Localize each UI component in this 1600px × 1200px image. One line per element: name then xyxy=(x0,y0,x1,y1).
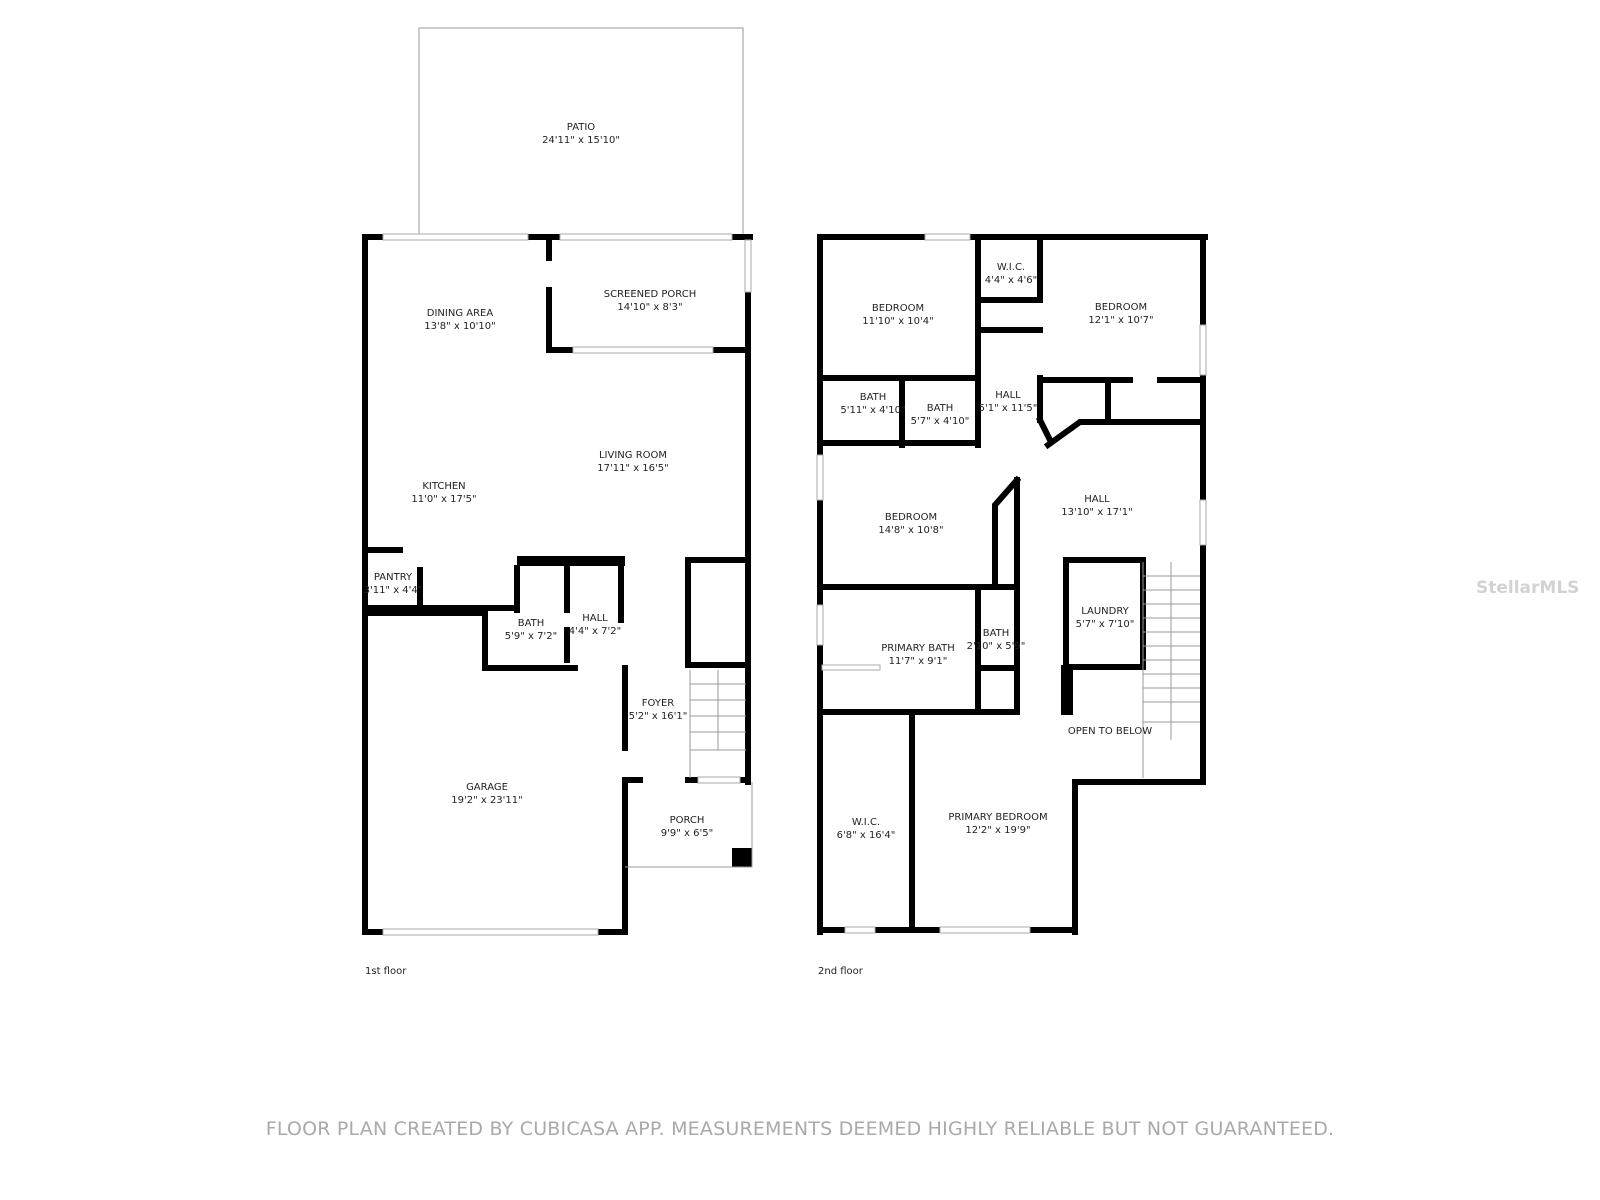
room-label: KITCHEN 11'0" x 17'5" xyxy=(411,481,476,505)
room-dimensions: 24'11" x 15'10" xyxy=(542,135,620,146)
room-dimensions: 3'11" x 4'4" xyxy=(364,585,423,596)
room-label: BATH 2'10" x 5'9" xyxy=(967,628,1026,652)
room-dimensions: 5'9" x 7'2" xyxy=(505,631,557,642)
room-name: BATH xyxy=(927,403,954,414)
stairs-first-floor xyxy=(689,670,746,778)
room-dimensions: 4'4" x 7'2" xyxy=(569,626,621,637)
room-label: PORCH 9'9" x 6'5" xyxy=(661,815,713,839)
room-label: BATH 5'9" x 7'2" xyxy=(505,618,557,642)
room-name: PRIMARY BATH xyxy=(881,643,955,654)
first-floor-walls xyxy=(362,27,753,936)
room-label: PRIMARY BEDROOM 12'2" x 19'9" xyxy=(948,812,1047,836)
room-name: LIVING ROOM xyxy=(599,450,667,461)
porch-column xyxy=(732,848,752,867)
room-label: LIVING ROOM 17'11" x 16'5" xyxy=(597,450,669,474)
room-name: BATH xyxy=(860,392,887,403)
room-name: W.I.C. xyxy=(852,817,880,828)
room-label: GARAGE 19'2" x 23'11" xyxy=(451,782,523,806)
room-dimensions: 14'8" x 10'8" xyxy=(878,525,943,536)
room-dimensions: 11'7" x 9'1" xyxy=(889,656,948,667)
room-name: OPEN TO BELOW xyxy=(1068,726,1152,737)
watermark-logo: StellarMLS xyxy=(1476,578,1580,598)
room-dimensions: 5'7" x 7'10" xyxy=(1076,619,1135,630)
room-name: FOYER xyxy=(642,698,675,709)
room-label: LAUNDRY 5'7" x 7'10" xyxy=(1076,606,1135,630)
room-name: KITCHEN xyxy=(422,481,465,492)
room-name: PANTRY xyxy=(374,572,413,583)
first-floor-label: 1st floor xyxy=(365,966,407,977)
room-dimensions: 4'4" x 4'6" xyxy=(985,275,1037,286)
second-floor-walls xyxy=(816,233,1208,935)
room-name: PRIMARY BEDROOM xyxy=(948,812,1047,823)
room-name: GARAGE xyxy=(466,782,508,793)
room-dimensions: 5'2" x 16'1" xyxy=(629,711,688,722)
room-name: BATH xyxy=(518,618,545,629)
room-dimensions: 19'2" x 23'11" xyxy=(451,795,523,806)
room-label: HALL 4'4" x 7'2" xyxy=(569,613,621,637)
room-name: BEDROOM xyxy=(885,512,937,523)
room-dimensions: 5'7" x 4'10" xyxy=(911,416,970,427)
room-label: HALL 5'1" x 11'5" xyxy=(979,390,1038,414)
room-dimensions: 11'10" x 10'4" xyxy=(862,316,934,327)
room-dimensions: 13'10" x 17'1" xyxy=(1061,507,1133,518)
room-label: FOYER 5'2" x 16'1" xyxy=(629,698,688,722)
second-floor-label: 2nd floor xyxy=(818,966,863,977)
room-label: DINING AREA 13'8" x 10'10" xyxy=(424,308,496,332)
room-label: BATH 5'11" x 4'10" xyxy=(840,392,905,416)
room-name: W.I.C. xyxy=(997,262,1025,273)
room-name: HALL xyxy=(1084,494,1110,505)
room-dimensions: 11'0" x 17'5" xyxy=(411,494,476,505)
room-name: LAUNDRY xyxy=(1081,606,1129,617)
room-label: PANTRY 3'11" x 4'4" xyxy=(364,572,423,596)
room-dimensions: 2'10" x 5'9" xyxy=(967,641,1026,652)
room-dimensions: 12'1" x 10'7" xyxy=(1088,315,1153,326)
room-dimensions: 17'11" x 16'5" xyxy=(597,463,669,474)
room-name: SCREENED PORCH xyxy=(604,289,696,300)
room-name: PORCH xyxy=(670,815,705,826)
room-dimensions: 6'8" x 16'4" xyxy=(837,830,896,841)
room-dimensions: 9'9" x 6'5" xyxy=(661,828,713,839)
room-label: PRIMARY BATH 11'7" x 9'1" xyxy=(881,643,955,667)
room-label: BATH 5'7" x 4'10" xyxy=(911,403,970,427)
room-label: W.I.C. 4'4" x 4'6" xyxy=(985,262,1037,286)
room-dimensions: 13'8" x 10'10" xyxy=(424,321,496,332)
room-name: HALL xyxy=(995,390,1021,401)
disclaimer: FLOOR PLAN CREATED BY CUBICASA APP. MEAS… xyxy=(265,1118,1335,1140)
room-name: HALL xyxy=(582,613,608,624)
room-label: BEDROOM 12'1" x 10'7" xyxy=(1088,302,1153,326)
stairs-second-floor xyxy=(1142,562,1200,778)
column-2nd-floor xyxy=(1061,665,1073,715)
room-label: BEDROOM 11'10" x 10'4" xyxy=(862,303,934,327)
room-name: BEDROOM xyxy=(1095,302,1147,313)
room-dimensions: 12'2" x 19'9" xyxy=(965,825,1030,836)
kitchen-island-wall xyxy=(517,556,625,566)
room-label: PATIO 24'11" x 15'10" xyxy=(542,122,620,146)
room-dimensions: 5'1" x 11'5" xyxy=(979,403,1038,414)
room-name: BATH xyxy=(983,628,1010,639)
room-dimensions: 5'11" x 4'10" xyxy=(840,405,905,416)
room-name: BEDROOM xyxy=(872,303,924,314)
room-label: HALL 13'10" x 17'1" xyxy=(1061,494,1133,518)
room-name: PATIO xyxy=(567,122,596,133)
room-label: W.I.C. 6'8" x 16'4" xyxy=(837,817,896,841)
room-name: DINING AREA xyxy=(427,308,494,319)
room-label: BEDROOM 14'8" x 10'8" xyxy=(878,512,943,536)
room-label: OPEN TO BELOW xyxy=(1068,726,1152,737)
room-dimensions: 14'10" x 8'3" xyxy=(617,302,682,313)
room-label: SCREENED PORCH 14'10" x 8'3" xyxy=(604,289,696,313)
